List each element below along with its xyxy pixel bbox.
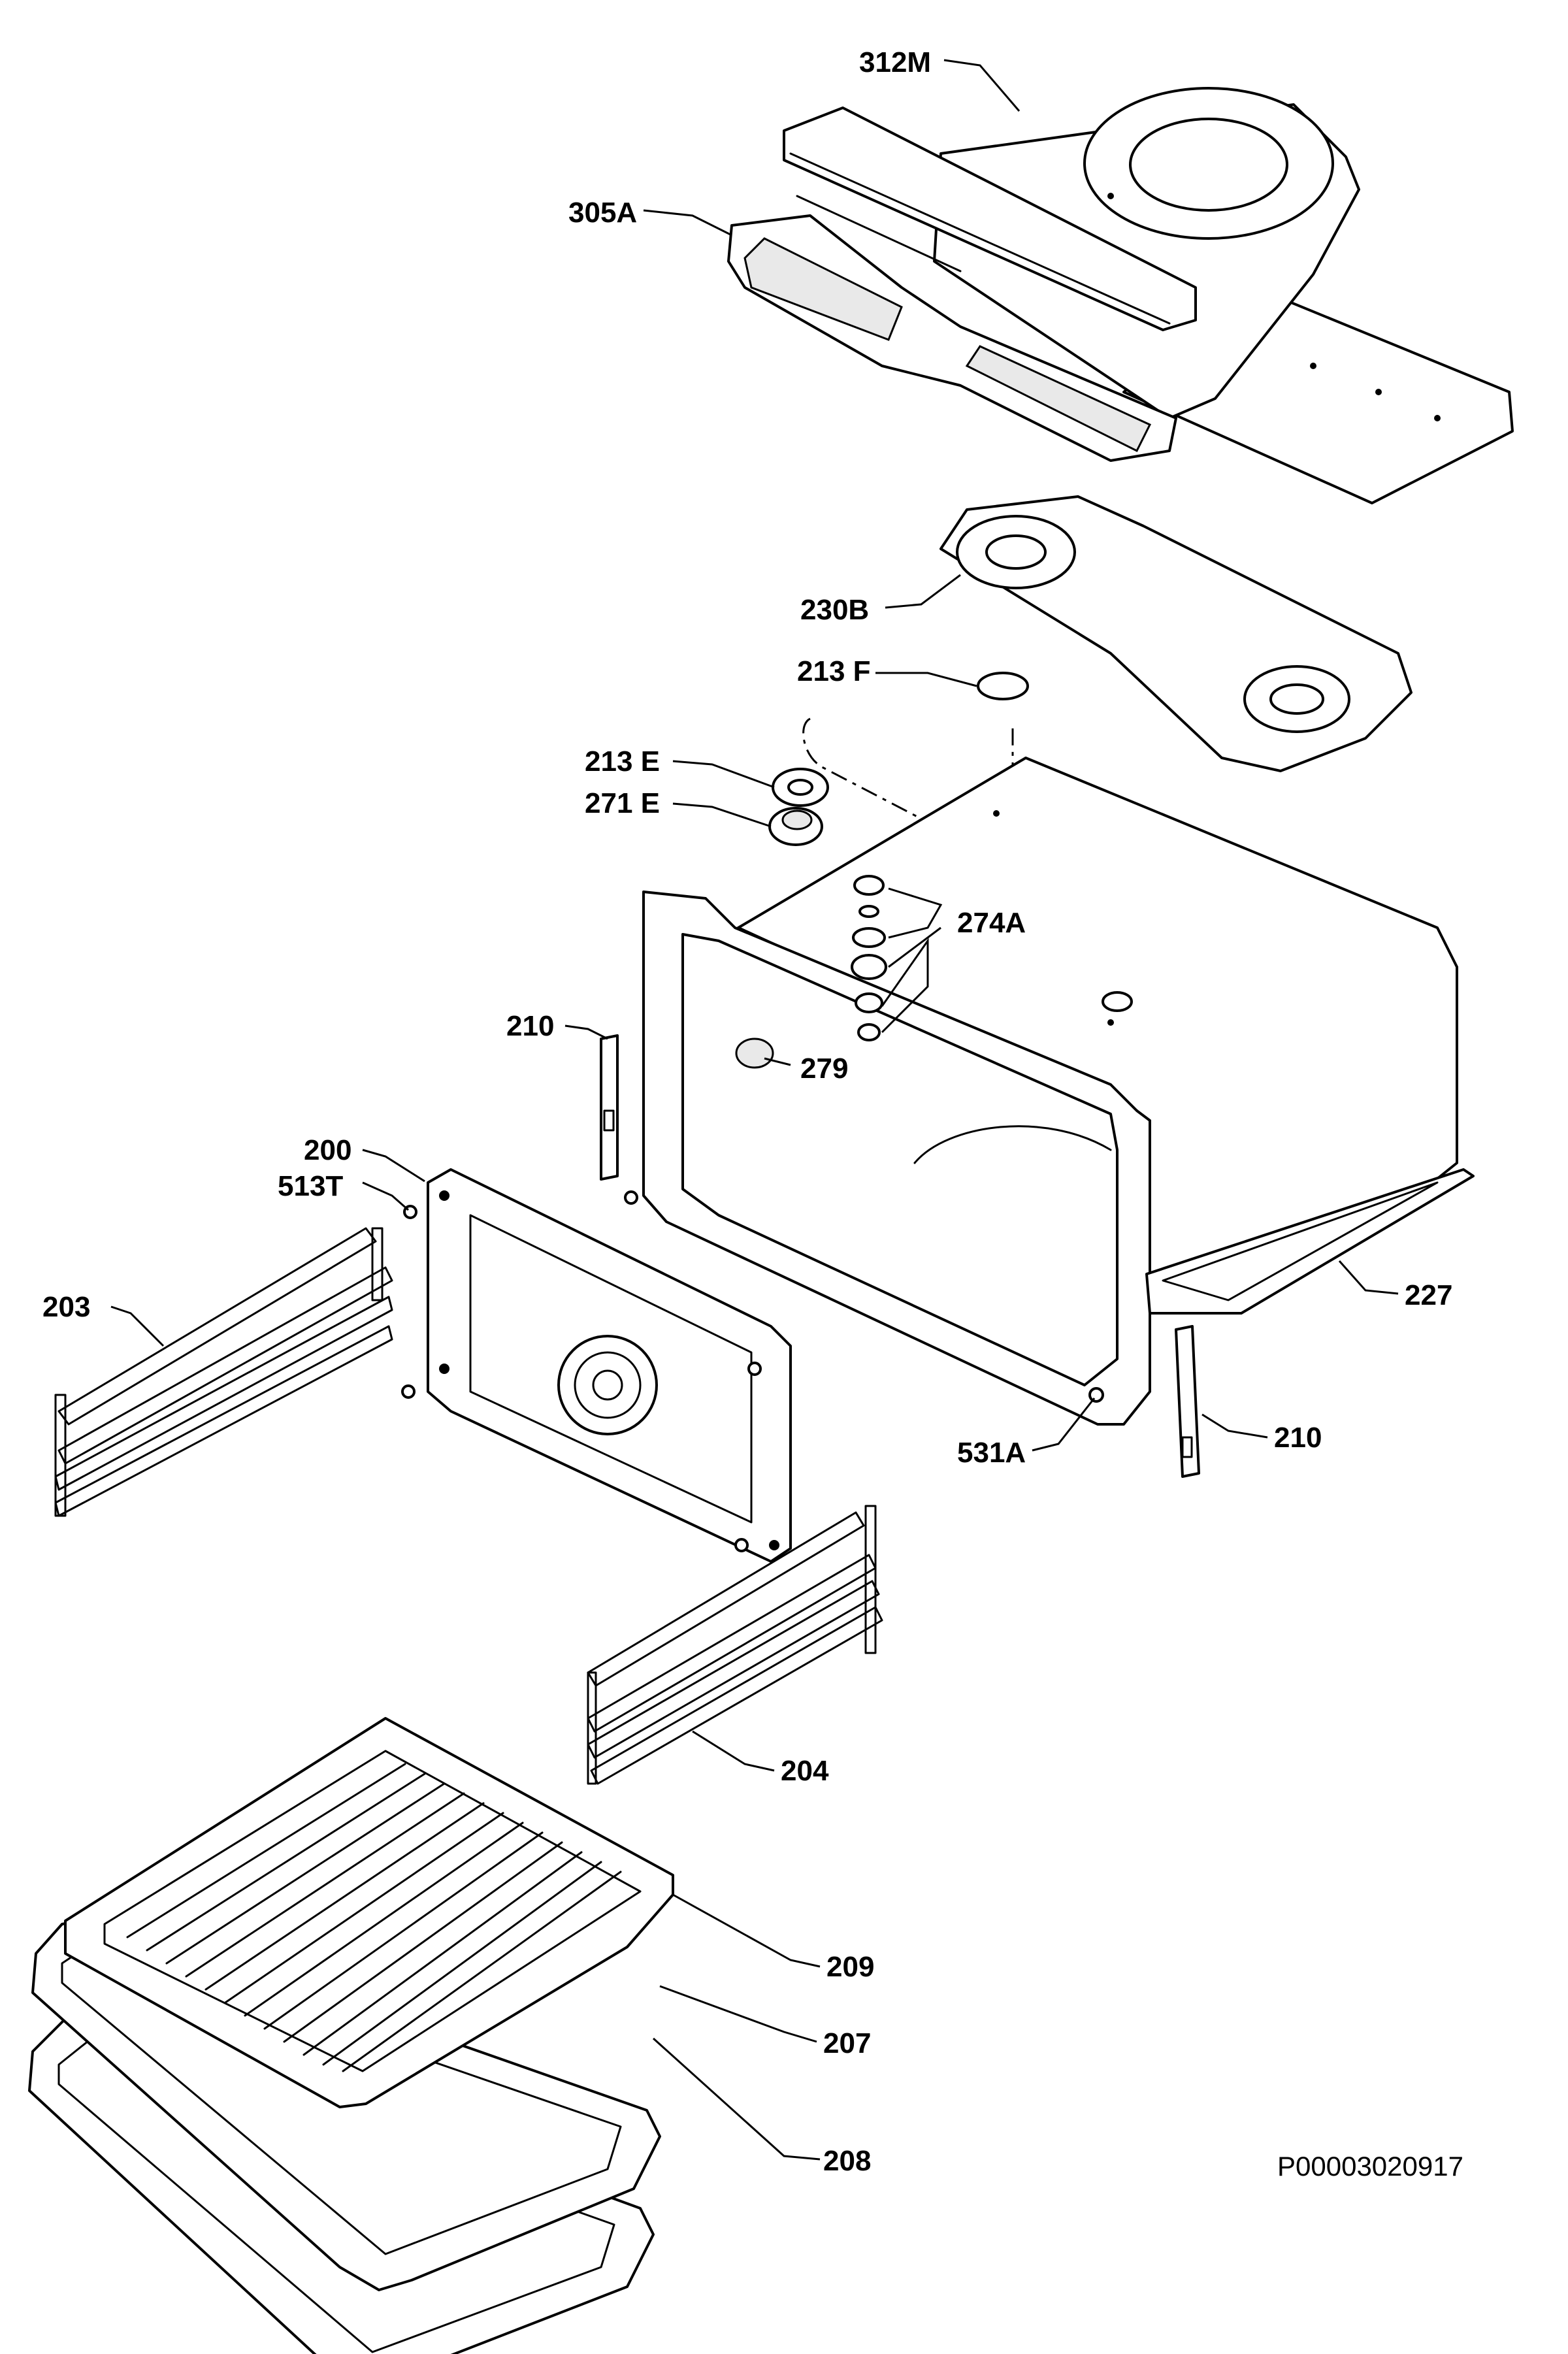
part-213e-gasket — [772, 768, 829, 807]
part-203-left-shelf-runner — [54, 1227, 393, 1517]
part-230b-rear-duct — [939, 495, 1413, 772]
part-271e-fan-motor — [768, 807, 823, 846]
part-213f-seal-ring — [977, 672, 1029, 700]
part-209-wire-shelf — [64, 1717, 674, 2108]
part-200-rear-panel — [427, 1168, 792, 1563]
part-305a-heating-element — [727, 195, 1177, 462]
label-210-left: 210 — [506, 1010, 554, 1042]
label-227: 227 — [1405, 1279, 1452, 1311]
part-274a-fastener-set — [851, 875, 943, 1041]
part-531a-screw — [1088, 1387, 1104, 1403]
label-230b: 230B — [800, 594, 869, 626]
label-209: 209 — [826, 1951, 874, 1983]
label-271e: 271 E — [585, 787, 660, 819]
label-274a: 274A — [957, 907, 1026, 939]
label-213f: 213 F — [797, 655, 871, 687]
label-312m: 312M — [859, 46, 931, 78]
label-207: 207 — [823, 2027, 871, 2059]
label-204: 204 — [781, 1755, 829, 1787]
part-312m-fan-cover — [783, 87, 1514, 504]
part-labels: 312M 305A 230B 213 F 213 E 271 E 274A 21… — [42, 46, 1463, 2182]
document-code: P00003020917 — [1277, 2151, 1463, 2182]
part-513t-screw — [401, 1190, 762, 1552]
part-210-runner-bracket-left — [600, 1034, 619, 1181]
leader-lines — [110, 59, 1399, 2161]
label-305a: 305A — [568, 197, 637, 229]
part-227-bottom-element — [1145, 1168, 1475, 1315]
label-513t: 513T — [278, 1170, 343, 1202]
label-203: 203 — [42, 1291, 90, 1323]
label-213e: 213 E — [585, 745, 660, 777]
part-210-runner-bracket-right — [1175, 1325, 1200, 1478]
label-208: 208 — [823, 2145, 871, 2177]
label-200: 200 — [304, 1134, 351, 1166]
part-204-right-shelf-runner — [587, 1505, 883, 1785]
label-210-right: 210 — [1274, 1422, 1322, 1454]
label-279: 279 — [800, 1053, 848, 1085]
wire-shelf-bars — [126, 1763, 622, 2072]
label-531a: 531A — [957, 1437, 1026, 1469]
